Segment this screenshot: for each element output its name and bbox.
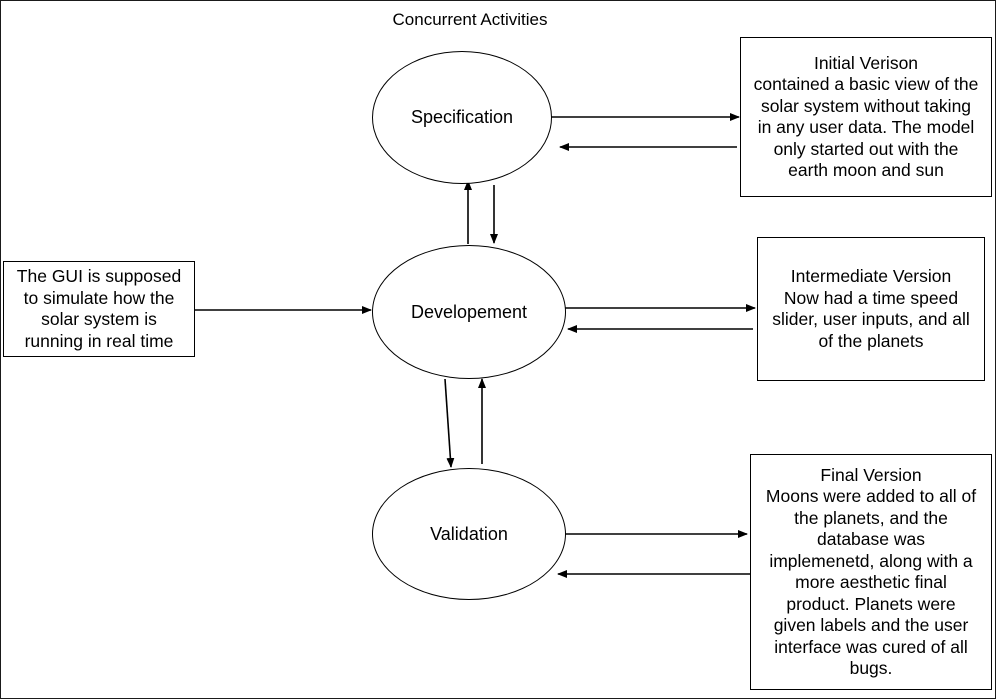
final-version-line: bugs. <box>849 658 893 678</box>
final-version-line: given labels and the user <box>773 615 969 635</box>
input-note-box: The GUI is supposed to simulate how the … <box>3 261 195 357</box>
validation-label: Validation <box>430 523 508 544</box>
initial-version-line: contained a basic view of the <box>753 74 979 94</box>
intermediate-version-line: slider, user inputs, and all <box>772 309 970 329</box>
final-version-line: more aesthetic final <box>795 572 947 592</box>
input-note-line: solar system is <box>41 309 157 329</box>
initial-version-box: Initial Verison contained a basic view o… <box>740 37 992 197</box>
final-version-box: Final Version Moons were added to all of… <box>750 454 992 690</box>
intermediate-version-line: Intermediate Version <box>790 266 952 286</box>
input-note-line: running in real time <box>24 330 174 351</box>
final-version-line: interface was cured of all <box>774 636 968 657</box>
initial-version-line: earth moon and sun <box>788 160 944 180</box>
specification-node: Specification <box>372 51 552 184</box>
final-version-line: Final Version <box>820 464 922 485</box>
specification-label: Specification <box>410 107 514 127</box>
diagram-title: Concurrent Activities <box>392 10 548 29</box>
final-version-line: implemenetd, along with a <box>769 550 973 571</box>
initial-version-line: solar system without taking <box>760 95 972 116</box>
final-version-line: Moons were added to all of <box>765 486 977 506</box>
initial-version-line: only started out with the <box>773 138 959 159</box>
validation-node: Validation <box>372 468 566 600</box>
intermediate-version-line: of the planets <box>818 330 924 351</box>
development-label: Developement <box>410 301 528 322</box>
final-version-line: product. Planets were <box>786 593 956 614</box>
final-version-line: database was <box>817 529 925 549</box>
final-version-line: the planets, and the <box>794 507 948 528</box>
initial-version-line: in any user data. The model <box>757 117 975 137</box>
intermediate-version-box: Intermediate Version Now had a time spee… <box>757 237 985 381</box>
development-node: Developement <box>372 245 566 379</box>
intermediate-version-line: Now had a time speed <box>783 287 959 308</box>
initial-version-line: Initial Verison <box>813 52 919 73</box>
input-note-line: The GUI is supposed <box>16 266 182 286</box>
arrow-dev-to-validation <box>444 378 455 468</box>
input-note-line: to simulate how the <box>23 287 175 308</box>
